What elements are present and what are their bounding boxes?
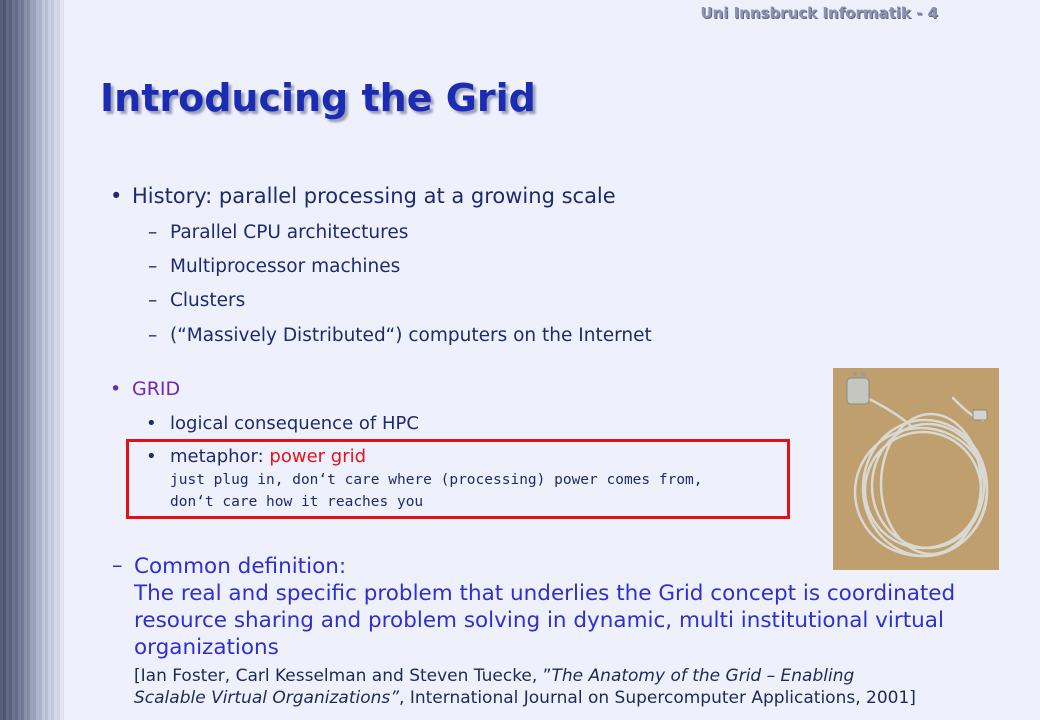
bullet-icon: • — [146, 446, 157, 467]
metaphor-line-1: just plug in, don‘t care where (processi… — [170, 472, 703, 488]
bullet-icon: • — [146, 413, 157, 434]
definition-block: Common definition: The real and specific… — [134, 553, 1014, 661]
history-subitem-label: Clusters — [170, 290, 246, 311]
header-label: Uni Innsbruck Informatik - 4 — [700, 4, 938, 22]
history-label: History: parallel processing at a growin… — [132, 184, 616, 208]
history-subitem-label: Parallel CPU architectures — [170, 222, 409, 243]
history-subitem: –Multiprocessor machines — [148, 256, 400, 277]
bullet-icon: • — [110, 184, 123, 208]
citation-line-1: [Ian Foster, Carl Kesselman and Steven T… — [134, 665, 1034, 687]
dash-icon: – — [148, 290, 158, 311]
highlight-box — [126, 439, 790, 519]
grid-subitem-label: logical consequence of HPC — [170, 413, 419, 434]
citation-title-part-2: Scalable Virtual Organizations” — [134, 688, 400, 708]
cable-illustration — [833, 368, 999, 570]
metaphor-highlight: power grid — [269, 446, 367, 467]
dash-icon: – — [148, 256, 158, 277]
definition-dash-icon: – — [112, 553, 123, 577]
slide-title: Introducing the Grid — [100, 76, 536, 120]
dash-icon: – — [148, 222, 158, 243]
grid-subitem: • logical consequence of HPC — [146, 413, 419, 434]
grid-label: GRID — [132, 378, 181, 400]
grid-metaphor-item: • metaphor: power grid — [146, 446, 366, 467]
history-subitem: –(“Massively Distributed“) computers on … — [148, 325, 652, 346]
grid-bullet-item: • GRID — [110, 378, 180, 400]
citation-title-part-1: The Anatomy of the Grid – Enabling — [551, 666, 855, 686]
history-subitem: –Clusters — [148, 290, 245, 311]
history-subitem-label: Multiprocessor machines — [170, 256, 401, 277]
history-subitem-label: (“Massively Distributed“) computers on t… — [170, 325, 652, 346]
citation-journal: , International Journal on Supercomputer… — [399, 688, 916, 708]
definition-label: Common definition: — [134, 554, 347, 579]
citation: [Ian Foster, Carl Kesselman and Steven T… — [134, 665, 1034, 709]
metaphor-label: metaphor: — [170, 446, 270, 467]
citation-line-2: Scalable Virtual Organizations”, Interna… — [134, 687, 1034, 709]
cable-photo — [833, 368, 999, 570]
dash-icon: – — [148, 325, 158, 346]
metaphor-line-2: don‘t care how it reaches you — [170, 494, 424, 510]
history-bullet-item: • History: parallel processing at a growi… — [110, 184, 616, 208]
side-decoration-bar — [0, 0, 64, 720]
history-subitem: –Parallel CPU architectures — [148, 222, 408, 243]
definition-text: The real and specific problem that under… — [134, 581, 956, 660]
citation-authors: [Ian Foster, Carl Kesselman and Steven T… — [134, 666, 552, 686]
bullet-icon: • — [110, 378, 122, 400]
